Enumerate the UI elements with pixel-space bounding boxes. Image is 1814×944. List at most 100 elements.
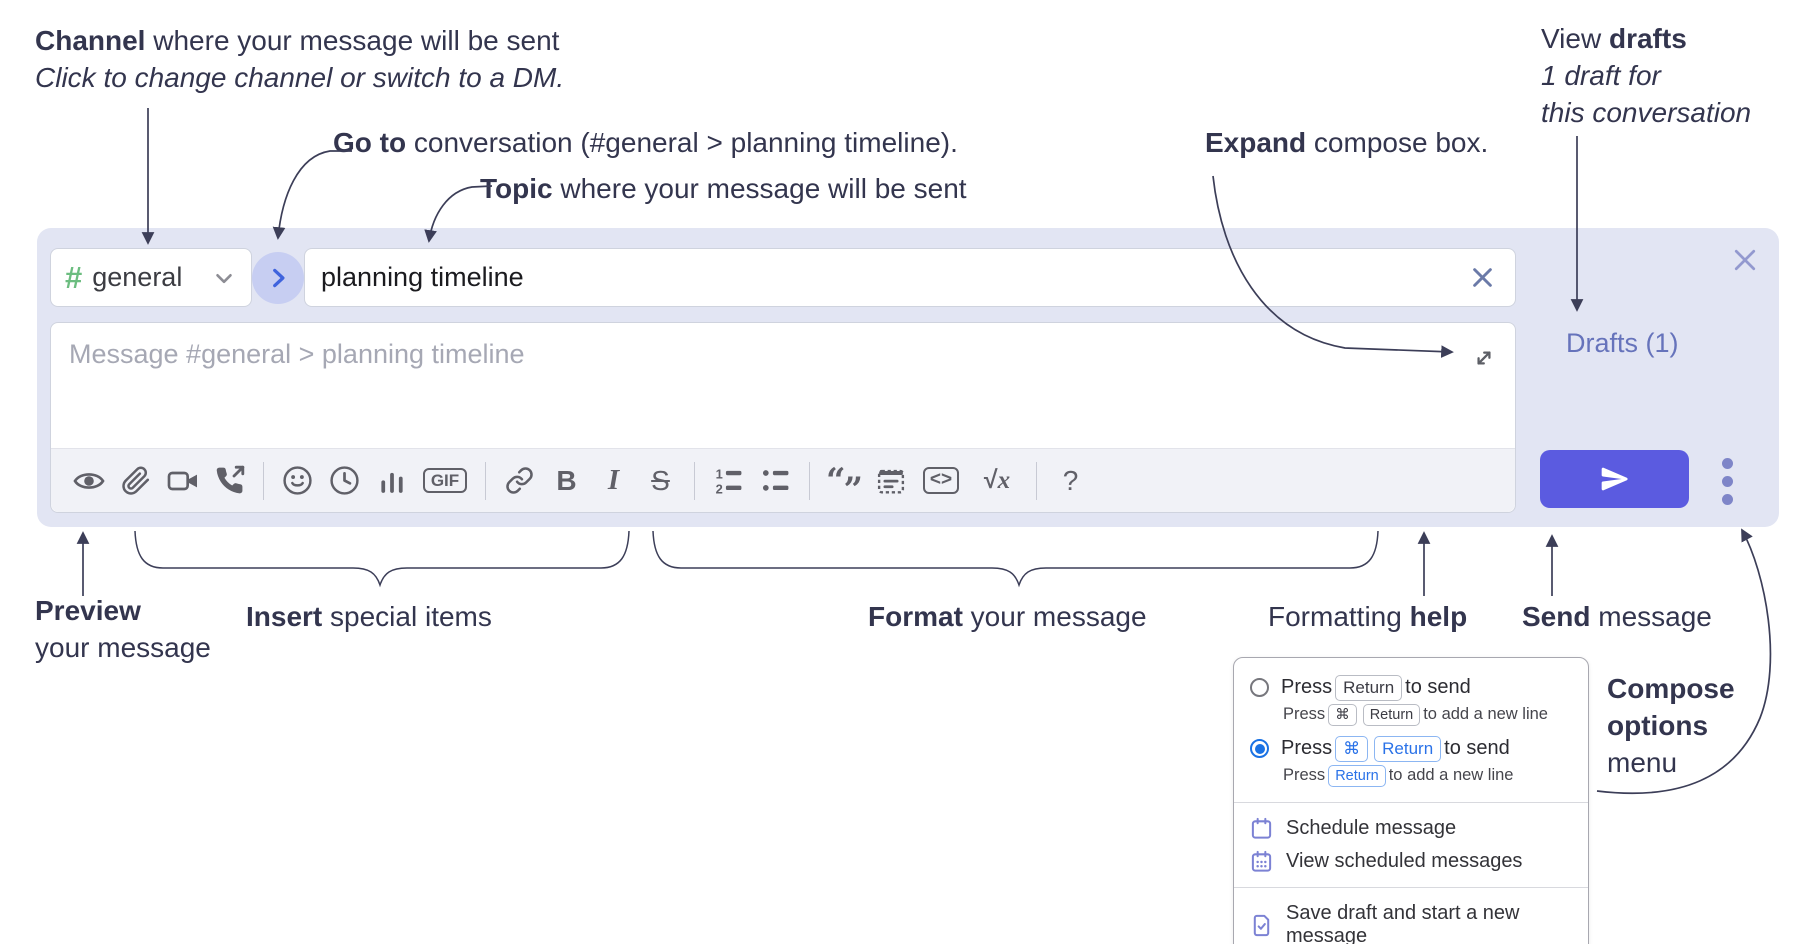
link-icon: [506, 467, 533, 494]
bulleted-list-button[interactable]: [752, 458, 799, 504]
channel-selector[interactable]: # general: [50, 248, 252, 307]
annotation-topic: Topic where your message will be sent: [480, 170, 967, 207]
annotation-goto-rest: conversation (#general > planning timeli…: [406, 127, 958, 158]
poll-button[interactable]: [368, 458, 415, 504]
menu-item-save-draft[interactable]: Save draft and start a new message: [1234, 897, 1588, 944]
annotation-topic-rest: where your message will be sent: [552, 173, 967, 204]
emoji-button[interactable]: [274, 458, 321, 504]
drafts-link[interactable]: Drafts (1): [1566, 328, 1679, 358]
close-compose-button[interactable]: [1727, 242, 1763, 278]
strikethrough-button[interactable]: S: [637, 458, 684, 504]
return-key: Return: [1362, 704, 1421, 726]
annotation-compose-line2: options: [1607, 710, 1709, 741]
compose-options-menu-button[interactable]: [1705, 456, 1749, 506]
toolbar-divider: [485, 461, 486, 500]
preview-button[interactable]: [65, 458, 112, 504]
attach-file-button[interactable]: [112, 458, 159, 504]
code-button[interactable]: <>: [914, 458, 968, 504]
menu-item-view-scheduled[interactable]: View scheduled messages: [1234, 845, 1588, 878]
annotation-expand: Expand compose box.: [1205, 124, 1488, 161]
annotation-drafts-bold: drafts: [1608, 23, 1687, 54]
toolbar-divider: [263, 461, 264, 500]
compose-box: # general planning timeline: [37, 228, 1779, 527]
strikethrough-icon: S: [651, 464, 670, 496]
annotation-topic-bold: Topic: [480, 173, 553, 204]
annotation-preview: Preview your message: [35, 592, 211, 666]
annotation-compose-line3: menu: [1607, 747, 1678, 778]
close-icon: [1734, 249, 1756, 271]
radio-unselected-icon[interactable]: [1250, 678, 1269, 697]
send-icon: [1601, 467, 1628, 491]
svg-text:1: 1: [716, 467, 723, 482]
radio-selected-icon[interactable]: [1250, 739, 1269, 758]
annotation-format: Format your message: [868, 598, 1147, 635]
annotation-preview-line2: your message: [35, 632, 211, 663]
toolbar-divider: [1036, 461, 1037, 500]
math-icon: √x: [983, 466, 1011, 494]
quote-button[interactable]: “”: [825, 460, 863, 510]
annotation-fmthelp-bold: help: [1409, 601, 1468, 632]
annotation-goto-bold: Go to: [333, 127, 407, 158]
annotation-channel-rest: where your message will be sent: [145, 25, 560, 56]
annotation-drafts-line3: this conversation: [1541, 97, 1752, 128]
annotation-compose-options: Compose options menu: [1607, 670, 1735, 781]
annotation-insert-rest: special items: [322, 601, 492, 632]
return-key: Return: [1328, 765, 1386, 787]
topic-value: planning timeline: [321, 262, 524, 292]
message-input[interactable]: Message #general > planning timeline: [50, 322, 1516, 513]
annotation-send: Send message: [1522, 598, 1712, 635]
message-placeholder: Message #general > planning timeline: [69, 339, 525, 369]
annotation-goto: Go to conversation (#general > planning …: [333, 124, 958, 161]
annotation-send-rest: message: [1590, 601, 1712, 632]
annotation-send-bold: Send: [1522, 601, 1591, 632]
start-video-call-button[interactable]: [159, 458, 206, 504]
annotation-channel-bold: Channel: [35, 25, 146, 56]
smiley-icon: [283, 466, 312, 495]
annotation-channel: Channel where your message will be sent …: [35, 22, 564, 96]
topic-input[interactable]: planning timeline: [304, 248, 1516, 307]
start-voice-call-button[interactable]: [206, 458, 253, 504]
annotation-drafts: View drafts 1 draft for this conversatio…: [1541, 20, 1751, 131]
chevron-right-icon: [273, 268, 285, 288]
gif-button[interactable]: GIF: [415, 458, 475, 504]
compose-toolbar: GIF B I S 1: [51, 448, 1515, 512]
menu-item-schedule-message[interactable]: Schedule message: [1234, 812, 1588, 845]
annotation-format-rest: your message: [962, 601, 1147, 632]
global-time-button[interactable]: [321, 458, 368, 504]
italic-button[interactable]: I: [590, 458, 637, 504]
formatting-help-button[interactable]: ?: [1047, 458, 1094, 504]
annotation-insert-bold: Insert: [246, 601, 323, 632]
menu-divider: [1234, 887, 1588, 888]
channel-name: general: [92, 262, 183, 292]
spoiler-icon: [877, 469, 904, 493]
clock-icon: [330, 466, 359, 495]
question-mark-icon: ?: [1062, 464, 1079, 496]
annotation-channel-sub: Click to change channel or switch to a D…: [35, 62, 565, 93]
send-button[interactable]: [1540, 450, 1689, 508]
numbered-list-button[interactable]: 1 2: [705, 458, 752, 504]
calendar-days-icon: [1251, 850, 1272, 872]
return-key: Return: [1374, 736, 1442, 762]
math-button[interactable]: √x: [968, 458, 1026, 504]
numbered-list-icon: 1 2: [716, 467, 742, 496]
expand-compose-button[interactable]: [1467, 341, 1501, 375]
return-key: Return: [1335, 675, 1403, 701]
link-button[interactable]: [496, 458, 543, 504]
annotation-drafts-line2: 1 draft for: [1541, 60, 1661, 91]
annotation-fmthelp-pre: Formatting: [1268, 601, 1410, 632]
spoiler-button[interactable]: [867, 458, 914, 504]
kebab-dot: [1721, 493, 1733, 505]
arrow-goto: [272, 150, 352, 240]
clear-topic-button[interactable]: [1465, 261, 1499, 295]
brace-insert: [134, 530, 630, 588]
bold-button[interactable]: B: [543, 458, 590, 504]
phone-outgoing-icon: [216, 465, 245, 494]
kebab-dot: [1721, 475, 1733, 487]
toolbar-divider: [694, 461, 695, 500]
go-to-conversation-button[interactable]: [252, 252, 304, 304]
